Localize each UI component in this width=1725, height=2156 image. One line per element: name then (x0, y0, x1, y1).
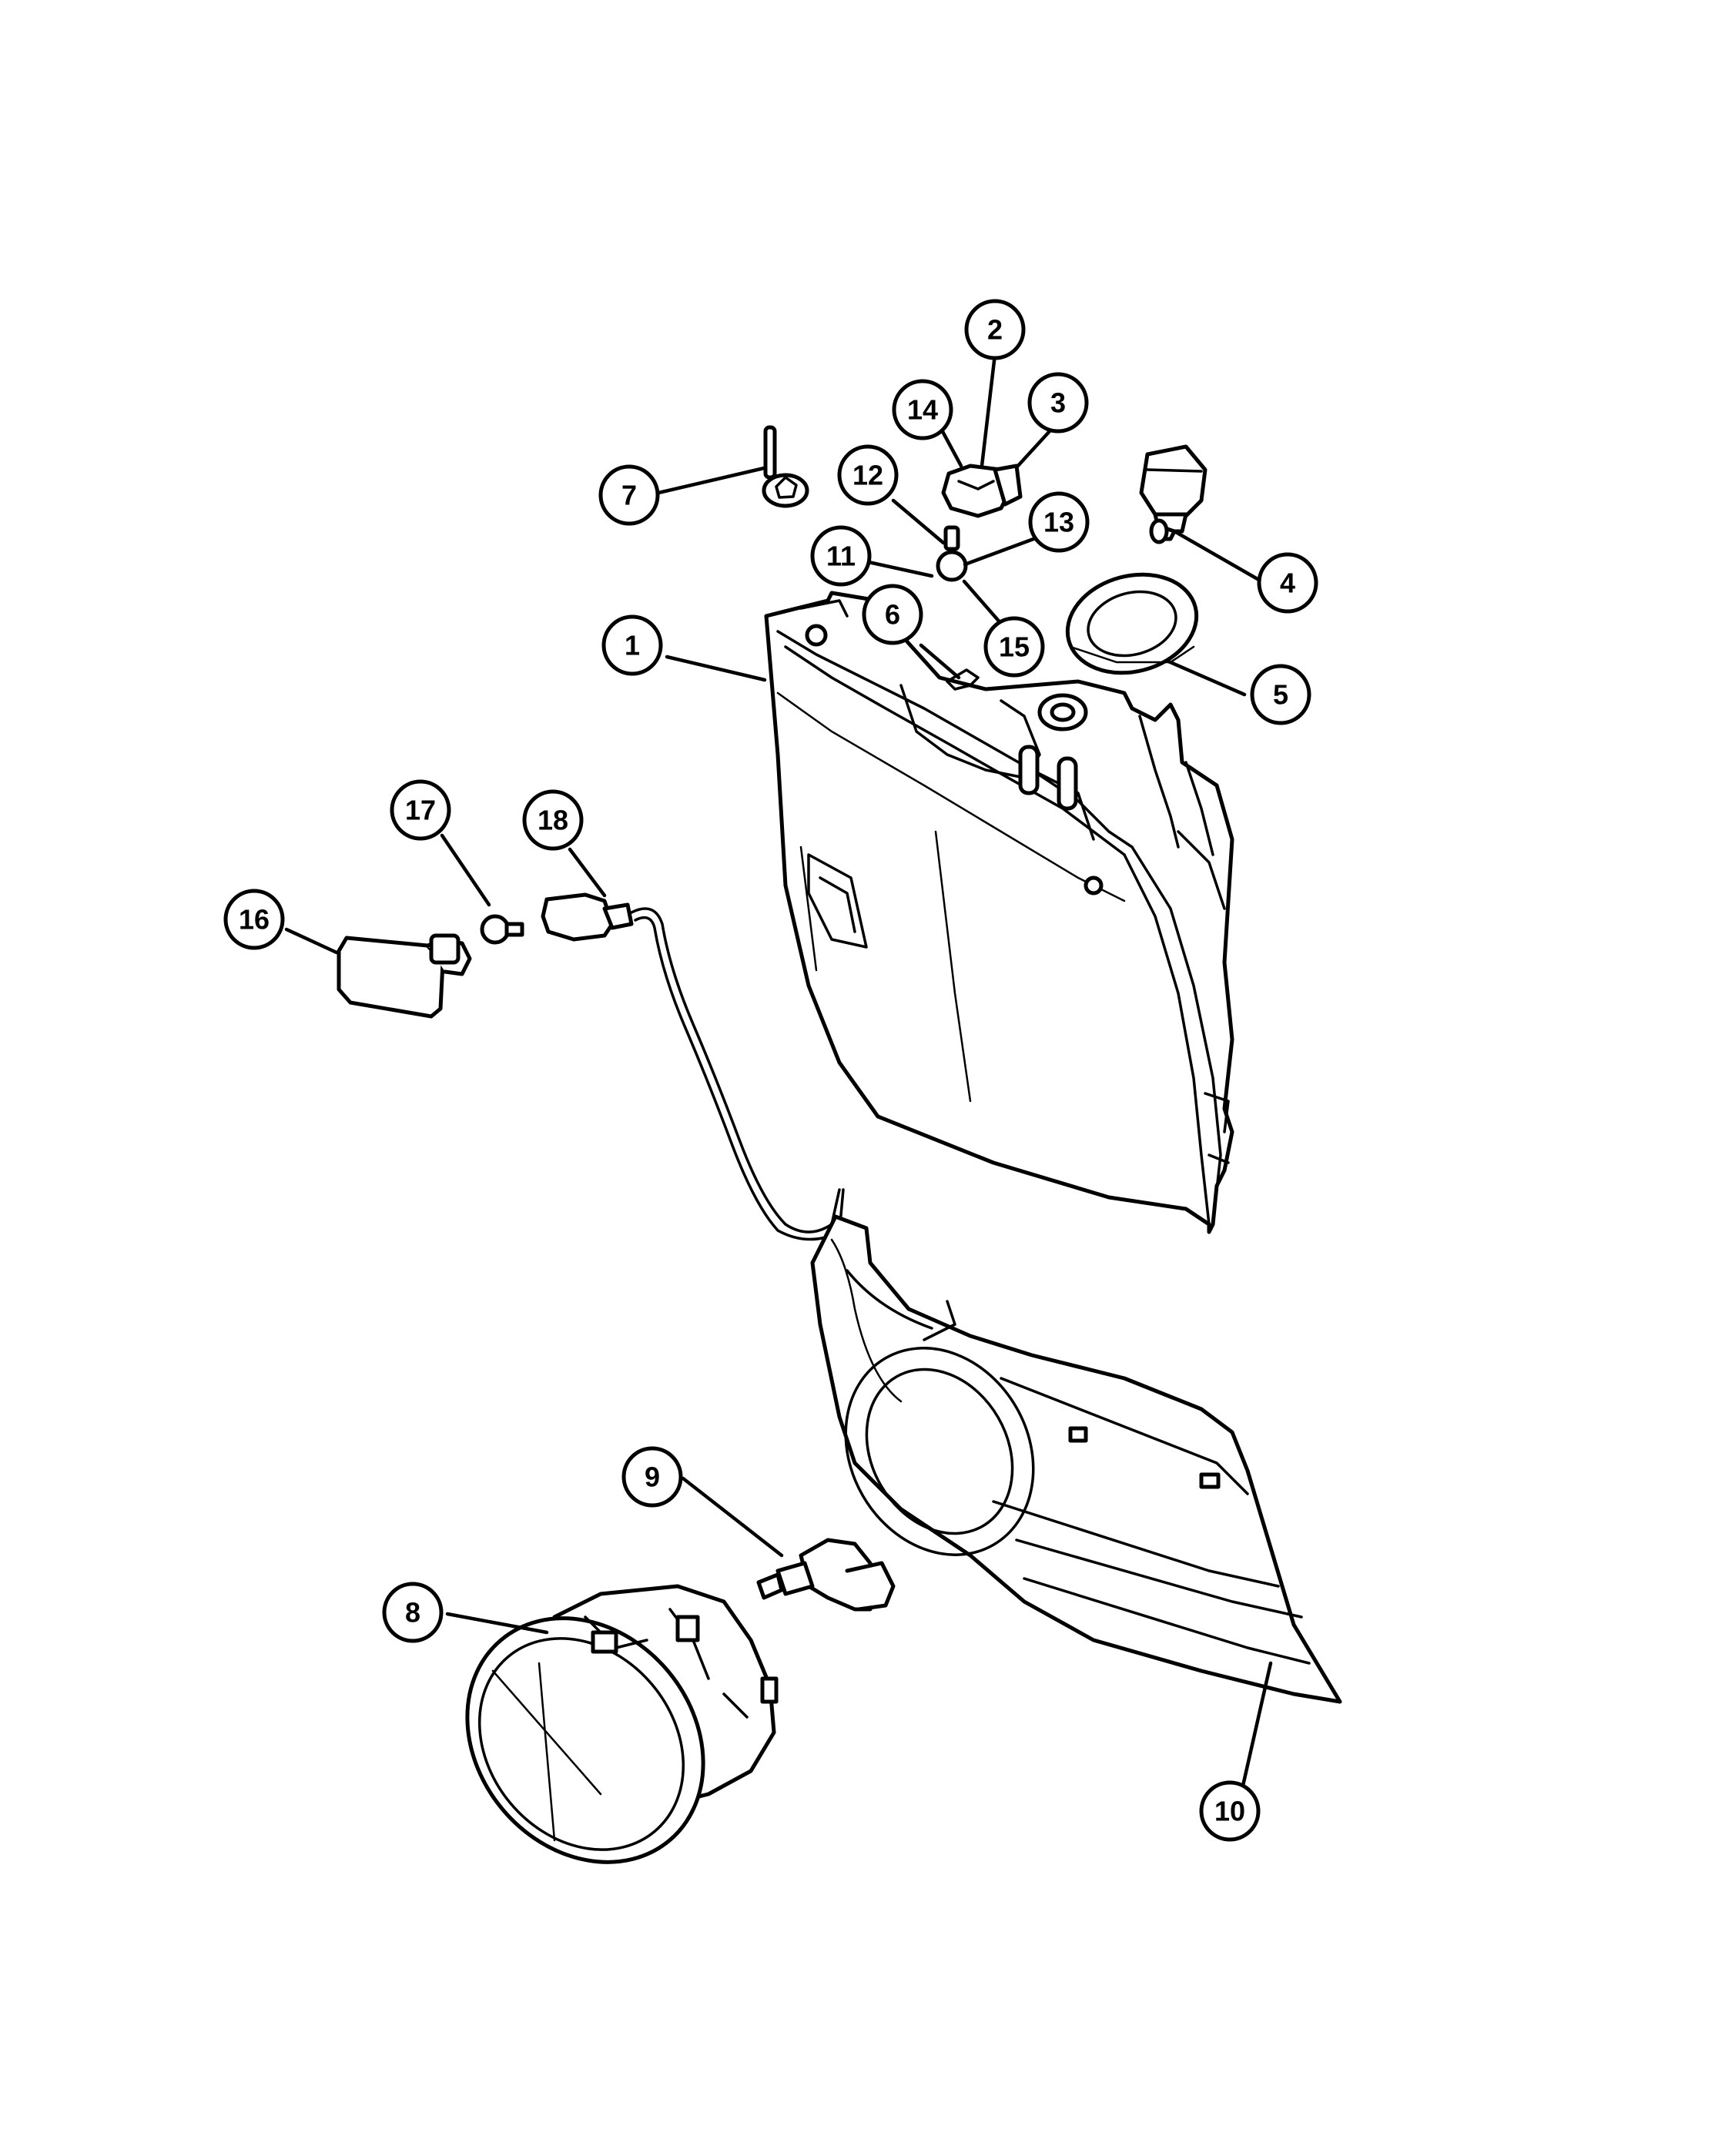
fog-lamp-bulb (756, 1538, 896, 1612)
seal-ring (1065, 572, 1199, 675)
svg-text:7: 7 (621, 480, 637, 511)
callout-2: 2 (964, 299, 1026, 360)
callout-4: 4 (1257, 552, 1318, 614)
callout-17: 17 (390, 779, 451, 841)
svg-text:5: 5 (1273, 679, 1288, 711)
leader-lines (284, 352, 1273, 1795)
callout-8: 8 (382, 1582, 444, 1643)
callout-12: 12 (837, 444, 899, 506)
svg-text:8: 8 (405, 1597, 420, 1629)
screw (762, 425, 809, 508)
callout-15: 15 (983, 616, 1045, 678)
marker-bulb (480, 914, 524, 945)
callout-7: 7 (598, 464, 660, 526)
svg-text:10: 10 (1214, 1796, 1245, 1827)
svg-text:13: 13 (1043, 507, 1074, 538)
svg-text:16: 16 (239, 904, 270, 936)
callout-14: 14 (892, 379, 953, 440)
svg-text:3: 3 (1050, 387, 1066, 419)
fog-lamp (465, 1584, 779, 1864)
bulb-socket (941, 464, 1023, 518)
callout-3: 3 (1027, 372, 1089, 434)
callout-18: 18 (522, 789, 584, 851)
marker-socket-harness (541, 892, 845, 1241)
svg-text:6: 6 (885, 599, 900, 631)
small-bulb (936, 525, 968, 582)
svg-text:17: 17 (405, 795, 436, 826)
wire-clip (946, 668, 980, 691)
svg-text:1: 1 (625, 630, 640, 661)
svg-text:4: 4 (1280, 567, 1295, 599)
callout-13: 13 (1028, 491, 1090, 553)
svg-text:2: 2 (987, 314, 1003, 346)
svg-text:12: 12 (852, 460, 883, 491)
svg-text:9: 9 (645, 1461, 660, 1493)
svg-text:18: 18 (538, 805, 568, 836)
svg-text:15: 15 (999, 631, 1030, 663)
callout-16: 16 (223, 889, 285, 950)
callout-10: 10 (1199, 1780, 1261, 1842)
callout-1: 1 (601, 614, 663, 676)
svg-text:11: 11 (826, 541, 856, 572)
svg-text:14: 14 (907, 394, 938, 426)
headlamp-bulb (1139, 444, 1208, 544)
callout-9: 9 (621, 1446, 683, 1508)
callout-6: 6 (862, 584, 923, 645)
side-marker-lamp (337, 933, 472, 1019)
fog-lamp-bezel (810, 1214, 1342, 1704)
callout-5: 5 (1250, 664, 1311, 725)
callout-11: 11 (810, 525, 872, 587)
headlamp-assembly (764, 591, 1234, 1234)
